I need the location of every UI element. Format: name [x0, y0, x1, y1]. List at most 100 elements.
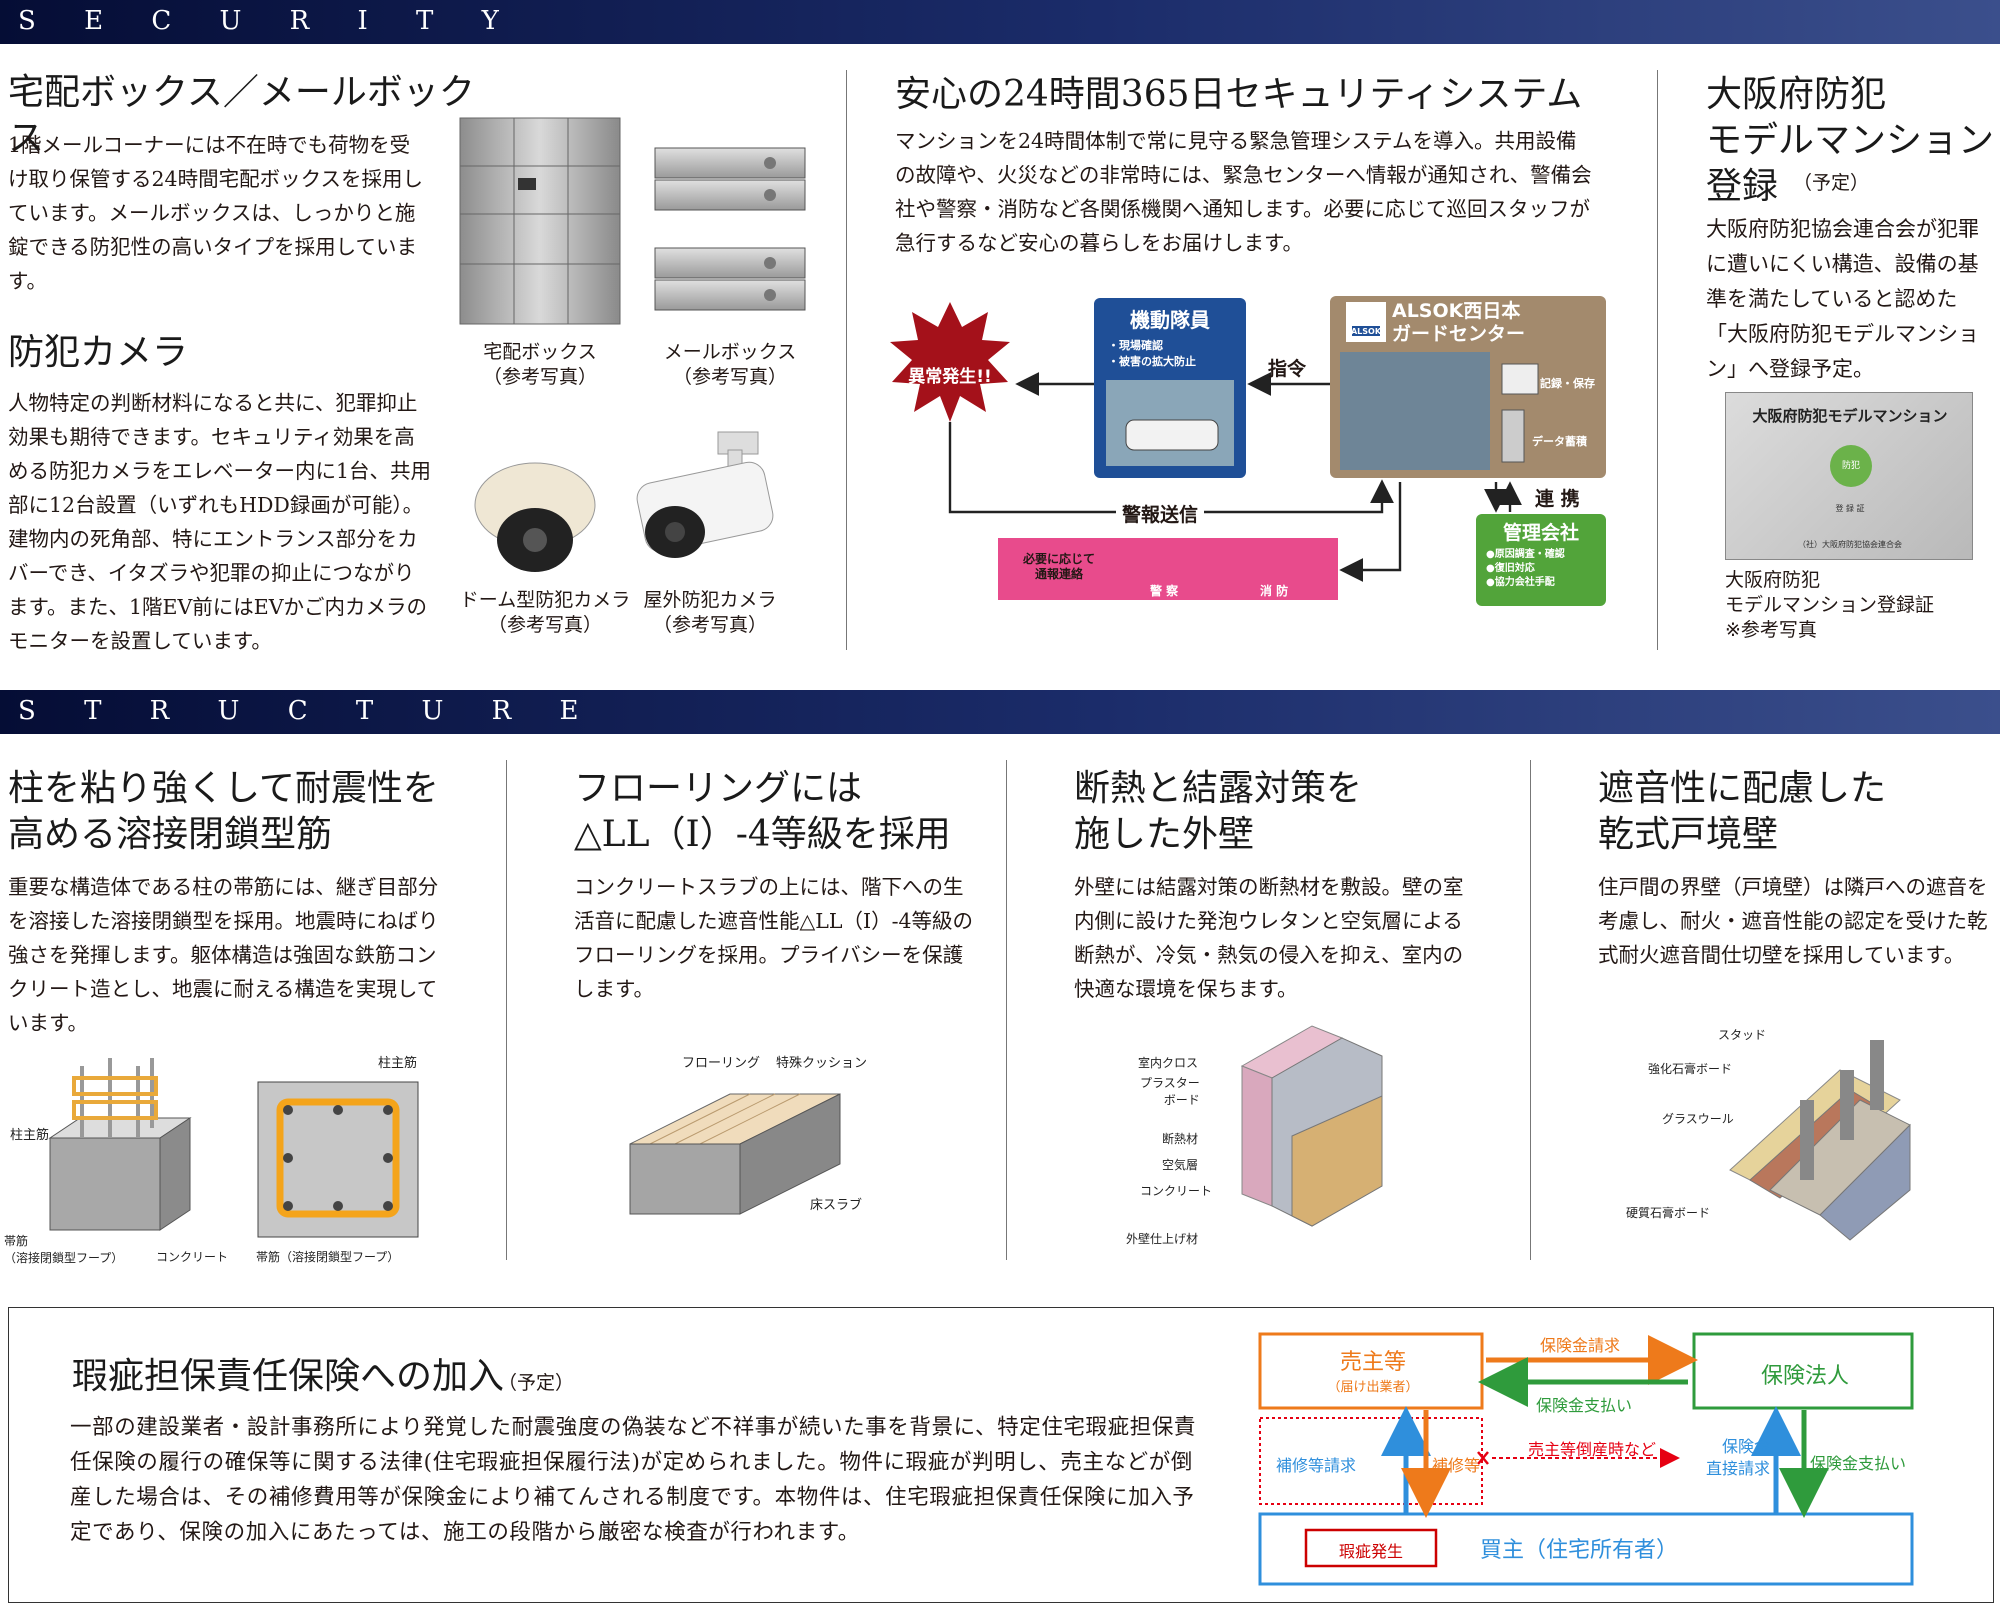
diagram-label: 柱主筋	[10, 1128, 50, 1143]
repair-label: 補修等	[1432, 1456, 1481, 1475]
structure-heading: S T R U C T U R E	[18, 696, 599, 726]
security-header-band: S E C U R I T Y	[0, 0, 2000, 44]
link-label: 連 携	[1535, 488, 1580, 510]
outdoor-camera-caption: 屋外防犯カメラ （参考写真）	[643, 589, 777, 636]
payout-label: 保険金支払い	[1810, 1454, 1907, 1473]
mobile-unit-title: 機動隊員	[1130, 308, 1210, 332]
diagram-label: グラスウール	[1662, 1112, 1734, 1126]
column-title: 柱を粘り強くして耐震性を 高める溶接閉鎖型筋	[8, 768, 439, 855]
insurance-panel	[8, 1307, 1994, 1603]
management-box	[1476, 514, 1606, 606]
plate-title: 大阪府防犯モデルマンション	[1752, 407, 1948, 425]
delivery-box-title: 宅配ボックス／メールボックス	[8, 72, 475, 159]
notify-label: 必要に応じて 通報連絡	[1022, 552, 1095, 581]
diagram-label: 硬質石膏ボード	[1626, 1206, 1711, 1220]
record-label: 記録・保存	[1540, 377, 1595, 390]
diagram-label: 外壁仕上げ材	[1126, 1232, 1199, 1246]
flooring-body: コンクリートスラブの上には、階下への生活音に配慮した遮音性能△LL（Ⅰ）-4等級…	[574, 875, 974, 1001]
delivery-box-photo	[459, 117, 621, 325]
plate-emblem: 防犯	[1830, 445, 1872, 487]
diagram-label: 特殊クッション	[776, 1056, 868, 1071]
mailbox-caption: メールボックス （参考写真）	[663, 341, 797, 388]
flooring-diagram	[629, 1093, 841, 1215]
management-title: 管理会社	[1502, 522, 1579, 544]
dome-camera-caption: ドーム型防犯カメラ （参考写真）	[459, 589, 631, 636]
notify-box	[998, 538, 1338, 600]
payout-label: 保険金支払い	[1536, 1396, 1633, 1415]
delivery-box-caption: 宅配ボックス （参考写真）	[482, 341, 597, 388]
divider	[1657, 70, 1658, 650]
wall-title: 断熱と結露対策を 施した外壁	[1074, 768, 1363, 855]
insurance-body: 一部の建設業者・設計事務所により発覚した耐震強度の偽装など不祥事が続いた事を背景…	[70, 1415, 1197, 1545]
bankrupt-label: 売主等倒産時など	[1528, 1440, 1657, 1459]
column-body: 重要な構造体である柱の帯筋には、継ぎ目部分を溶接した溶接閉鎖型を採用。地震時にね…	[8, 875, 439, 1035]
alsok-logo: ALSOK	[1350, 327, 1382, 336]
osaka-plate-photo: 大阪府防犯モデルマンション 防犯 登 録 証 （社）大阪府防犯協会連合会	[1725, 392, 1973, 560]
partition-diagram	[1729, 1040, 1911, 1241]
defect-label: 瑕疵発生	[1338, 1542, 1403, 1561]
divider	[1006, 760, 1007, 1260]
security-system-body: マンションを24時間体制で常に見守る緊急管理システムを導入。共用設備の故障や、火…	[895, 129, 1592, 255]
diagram-label: 柱主筋	[378, 1056, 418, 1071]
diagram-label: 空気層	[1162, 1158, 1199, 1172]
mailbox-photo	[654, 147, 806, 311]
bullet-camera-photo	[636, 431, 774, 558]
diagram-label: コンクリート	[1140, 1184, 1213, 1198]
direct-claim-label: 保険金 直接請求	[1705, 1437, 1770, 1478]
divider	[846, 70, 847, 650]
police-label: 警 察	[1150, 584, 1179, 598]
diagram-label: スタッド	[1718, 1028, 1767, 1042]
data-label: データ蓄積	[1532, 435, 1587, 448]
diagram-label: 床スラブ	[810, 1198, 863, 1213]
buyer-label: 買主（住宅所有者）	[1480, 1538, 1679, 1563]
divider	[1530, 760, 1531, 1260]
diagram-label: 断熱材	[1162, 1132, 1199, 1146]
security-system-title: 安心の24時間365日セキュリティシステム	[895, 74, 1583, 115]
alarm-label: 異常発生!!	[908, 367, 992, 387]
alsok-center-title: ALSOK西日本 ガードセンター	[1392, 300, 1526, 345]
partition-body: 住戸間の界壁（戸境壁）は隣戸への遮音を考慮し、耐火・遮音性能の認定を受けた乾式耐…	[1598, 875, 1988, 967]
seller-label: 売主等	[1339, 1350, 1406, 1375]
wall-body: 外壁には結露対策の断熱材を敷設。壁の室内側に設けた発泡ウレタンと空気層による断熱…	[1074, 875, 1464, 1001]
camera-body: 人物特定の判断材料になると共に、犯罪抑止効果も期待できます。セキュリティ効果を高…	[8, 391, 432, 653]
diagram-label: コンクリート	[156, 1250, 229, 1264]
insurance-title: 瑕疵担保責任保険への加入	[72, 1356, 505, 1397]
insurance-flow-diagram	[1258, 1332, 1914, 1586]
divider	[506, 760, 507, 1260]
diagram-label: フローリング	[682, 1056, 761, 1071]
osaka-model-title: 大阪府防犯 モデルマンション 登録	[1706, 74, 1995, 207]
diagram-label: 強化石膏ボード	[1648, 1062, 1733, 1076]
camera-title: 防犯カメラ	[8, 332, 189, 373]
flooring-title: フローリングには △LL（Ⅰ）-4等級を採用	[574, 768, 951, 855]
repair-request-label: 補修等請求	[1276, 1456, 1357, 1475]
osaka-model-note: （予定）	[1793, 172, 1870, 194]
management-items: ●原因調査・確認 ●復旧対応 ●協力会社手配	[1486, 549, 1565, 588]
insurer-label: 保険法人	[1760, 1364, 1849, 1389]
dome-camera-photo	[474, 462, 596, 572]
diagram-label: プラスター ボード	[1140, 1076, 1200, 1107]
osaka-model-body: 大阪府防犯協会連合会が犯罪に遭いにくい構造、設備の基準を満たしていると認めた「大…	[1706, 217, 1979, 381]
security-system-diagram	[890, 296, 1606, 606]
wall-diagram	[1240, 1025, 1383, 1227]
delivery-box-body: 1階メールコーナーには不在時でも荷物を受け取り保管する24時間宅配ボックスを採用…	[8, 133, 423, 293]
diagram-label: 帯筋（溶接閉鎖型フープ）	[256, 1250, 400, 1264]
mobile-unit-items: ・現場確認 ・被害の拡大防止	[1108, 339, 1196, 368]
plate-issuer: （社）大阪府防犯協会連合会	[1798, 540, 1902, 549]
plate-cert: 登 録 証	[1835, 504, 1865, 513]
partition-title: 遮音性に配慮した 乾式戸境壁	[1598, 768, 1887, 855]
report-label: 警報送信	[1116, 500, 1205, 527]
osaka-plate-caption: 大阪府防犯 モデルマンション登録証 ※参考写真	[1725, 569, 1935, 641]
claim-label: 保険金請求	[1540, 1336, 1621, 1355]
diagram-label: 室内クロス	[1138, 1056, 1199, 1070]
insurance-note: （予定）	[498, 1372, 575, 1394]
column-rebar-diagram	[48, 1058, 192, 1231]
order-label: 指令	[1268, 358, 1307, 380]
plate-emblem-text: 防犯	[1841, 461, 1860, 471]
structure-header-band: S T R U C T U R E	[0, 690, 2000, 734]
column-section-diagram	[257, 1081, 419, 1238]
fire-label: 消 防	[1260, 584, 1289, 598]
diagram-label: 帯筋 （溶接閉鎖型フープ）	[4, 1234, 124, 1265]
security-heading: S E C U R I T Y	[18, 6, 519, 36]
alarm-burst	[890, 302, 1010, 422]
seller-sub-label: （届け出業者）	[1327, 1380, 1419, 1395]
